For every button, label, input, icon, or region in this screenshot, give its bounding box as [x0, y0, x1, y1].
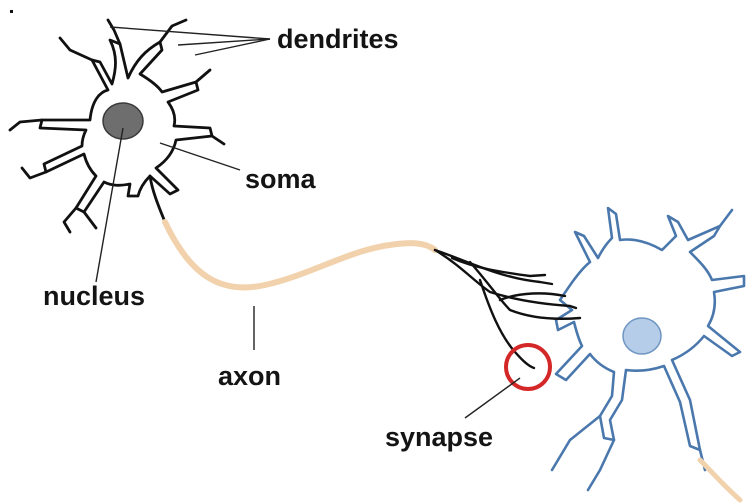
first-neuron-nucleus	[103, 103, 143, 139]
first-neuron-dendrite	[84, 212, 96, 228]
corner-mark	[10, 10, 13, 13]
synapse-leader	[465, 378, 520, 418]
soma-leader	[160, 143, 240, 170]
first-neuron-dendrite	[60, 38, 92, 60]
axon-line	[165, 222, 435, 287]
nucleus-label: nucleus	[43, 283, 145, 310]
axon-terminal-branch	[435, 250, 552, 284]
second-neuron-dendrite	[552, 416, 600, 470]
axon-label: axon	[218, 363, 281, 390]
first-neuron-dendrite	[64, 208, 76, 232]
leader-lines	[96, 27, 520, 418]
second-neuron-dendrite	[588, 440, 614, 490]
dendrites-leader	[110, 27, 270, 39]
synapse-circle	[506, 345, 550, 389]
first-neuron-dendrite	[212, 136, 224, 144]
first-neuron-dendrite	[10, 120, 42, 130]
synapse-label: synapse	[385, 424, 493, 451]
nucleus-leader	[96, 128, 123, 282]
soma-label: soma	[245, 166, 316, 193]
axon-terminal-branch	[500, 293, 565, 300]
dendrites-label: dendrites	[277, 26, 399, 53]
second-neuron-dendrite	[720, 210, 732, 226]
axon-terminals	[435, 250, 580, 368]
second-neuron-axon	[700, 460, 740, 500]
second-neuron-nucleus	[623, 318, 661, 354]
first-neuron-dendrite	[196, 70, 210, 82]
first-neuron-dendrite	[22, 168, 46, 178]
